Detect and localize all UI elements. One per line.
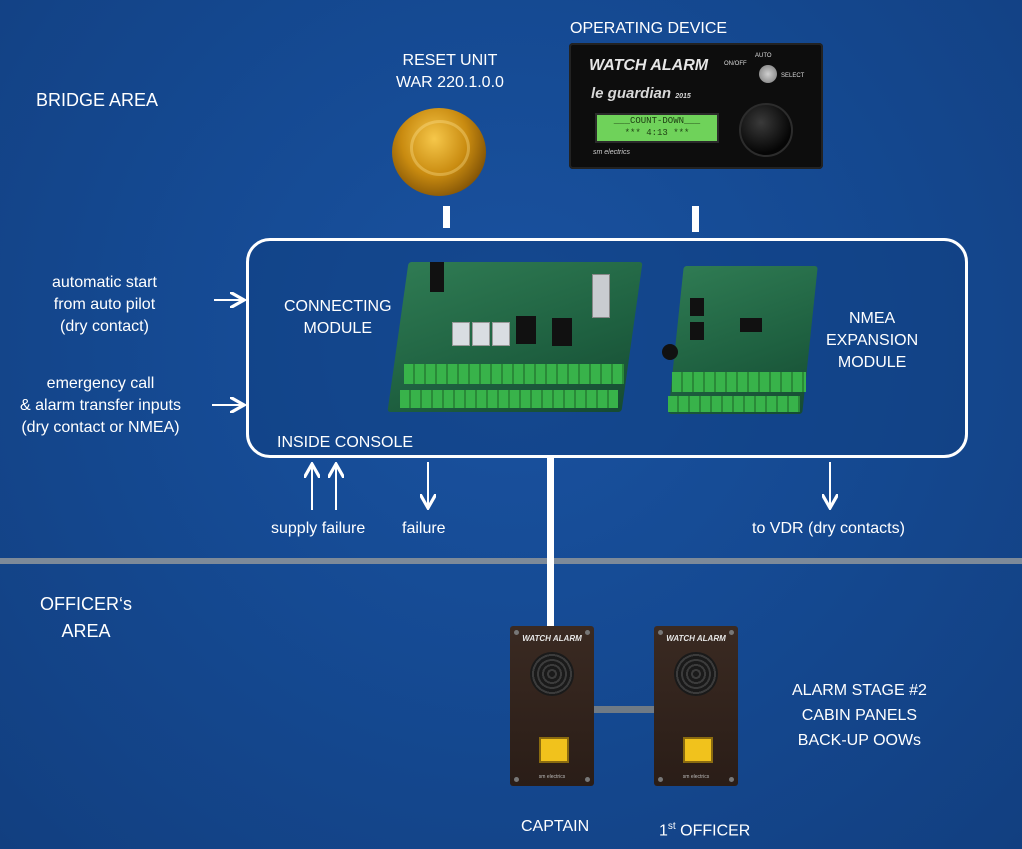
screw-icon <box>514 777 519 782</box>
operating-device: WATCH ALARM le guardian 2015 ___COUNT-DO… <box>569 43 823 169</box>
reset-unit-label: RESET UNIT WAR 220.1.0.0 <box>396 50 504 94</box>
cabin-panel-link <box>594 706 656 713</box>
cabin-panel-title: WATCH ALARM <box>522 634 582 643</box>
connecting-module-line1: CONNECTING <box>284 298 392 315</box>
operating-device-maker: sm electrics <box>593 149 630 156</box>
officer-area-line1: OFFICER‘s <box>40 594 132 614</box>
acknowledge-button-icon <box>539 737 569 763</box>
switch-label-auto: AUTO <box>755 53 772 59</box>
ic-chip-icon <box>740 318 762 332</box>
switch-label-onoff: ON/OFF <box>724 61 747 67</box>
autopilot-line3: (dry contact) <box>60 318 149 335</box>
rj-connector-icon <box>690 322 704 340</box>
rotary-knob-icon <box>739 103 793 157</box>
autopilot-line2: from auto pilot <box>53 296 156 313</box>
relay-icon <box>452 322 470 346</box>
nmea-module-terminals-lower <box>668 396 800 412</box>
buzzer-speaker-icon <box>674 652 718 696</box>
connector-icon <box>430 262 444 292</box>
connecting-module-line2: MODULE <box>303 320 372 337</box>
nmea-module-label: NMEA EXPANSION MODULE <box>826 308 918 374</box>
alarm-stage-line2: CABIN PANELS <box>801 707 918 724</box>
screw-icon <box>729 777 734 782</box>
reset-button-icon <box>392 108 486 196</box>
first-officer-label: 1st OFFICER <box>659 816 750 842</box>
relay-icon <box>492 322 510 346</box>
captain-label: CAPTAIN <box>521 818 590 835</box>
officer-superscript: st <box>667 821 676 832</box>
operating-device-title: OPERATING DEVICE <box>570 20 728 37</box>
connecting-module-label: CONNECTING MODULE <box>284 296 392 340</box>
key-switch-icon <box>759 65 777 83</box>
emergency-line3: (dry contact or NMEA) <box>21 419 180 436</box>
officer-word: OFFICER <box>675 822 751 840</box>
relay-block-icon <box>552 318 572 346</box>
vdr-output-label: to VDR (dry contacts) <box>752 520 905 537</box>
operating-device-connector <box>692 206 699 232</box>
cabin-panel-title: WATCH ALARM <box>666 634 726 643</box>
reset-unit-connector <box>443 206 450 228</box>
officer-area-line2: AREA <box>61 621 111 641</box>
officer-area-label: OFFICER‘s AREA <box>40 591 132 645</box>
area-divider <box>0 558 1022 564</box>
screw-icon <box>729 630 734 635</box>
switch-label-select: SELECT <box>781 73 805 79</box>
reset-unit-line2: WAR 220.1.0.0 <box>396 74 504 91</box>
buzzer-speaker-icon <box>530 652 574 696</box>
cabin-panel-maker: sm electrics <box>682 774 710 780</box>
lcd-line2: *** 4:13 *** <box>624 128 690 138</box>
emergency-input-label: emergency call & alarm transfer inputs (… <box>20 373 181 439</box>
connecting-module-terminals <box>404 364 624 384</box>
alarm-stage-line1: ALARM STAGE #2 <box>792 682 927 699</box>
supply-failure-label: supply failure <box>271 520 366 537</box>
operating-device-brand: WATCH ALARM <box>589 57 709 74</box>
screw-icon <box>658 777 663 782</box>
nmea-module-line1: NMEA <box>848 310 896 327</box>
sub-d-connector-icon <box>592 274 610 318</box>
relay-block-icon <box>516 316 536 344</box>
cabin-panel-maker: sm electrics <box>538 774 566 780</box>
nmea-module-line2: EXPANSION <box>826 332 919 349</box>
emergency-line2: & alarm transfer inputs <box>20 397 181 414</box>
bridge-area-label: BRIDGE AREA <box>36 90 159 110</box>
screw-icon <box>658 630 663 635</box>
screw-icon <box>514 630 519 635</box>
inside-console-label: INSIDE CONSOLE <box>277 434 414 451</box>
screw-icon <box>585 630 590 635</box>
autopilot-input-label: automatic start from auto pilot (dry con… <box>52 272 157 338</box>
captain-cabin-panel: WATCH ALARM sm electrics <box>510 626 594 786</box>
autopilot-line1: automatic start <box>52 274 157 291</box>
operating-device-model: le guardian 2015 <box>591 85 691 102</box>
relay-icon <box>472 322 490 346</box>
lcd-display: ___COUNT-DOWN___ *** 4:13 *** <box>595 113 719 143</box>
model-name: le guardian <box>591 85 672 102</box>
nmea-module-line3: MODULE <box>837 354 907 371</box>
screw-icon <box>585 777 590 782</box>
model-year: 2015 <box>675 93 691 100</box>
reset-unit-line1: RESET UNIT <box>402 52 498 69</box>
acknowledge-button-icon <box>683 737 713 763</box>
alarm-stage-label: ALARM STAGE #2 CABIN PANELS BACK-UP OOWs <box>792 678 927 753</box>
officer-number: 1 <box>659 822 668 840</box>
cabin-bus-connector <box>547 458 554 626</box>
connecting-module-terminals-lower <box>400 390 618 408</box>
lcd-line1: ___COUNT-DOWN___ <box>613 116 701 126</box>
alarm-stage-line3: BACK-UP OOWs <box>797 732 922 749</box>
failure-label: failure <box>402 520 446 537</box>
rj-connector-icon <box>690 298 704 316</box>
nmea-module-terminals <box>672 372 806 392</box>
first-officer-cabin-panel: WATCH ALARM sm electrics <box>654 626 738 786</box>
emergency-line1: emergency call <box>46 375 155 392</box>
capacitor-icon <box>662 344 678 360</box>
